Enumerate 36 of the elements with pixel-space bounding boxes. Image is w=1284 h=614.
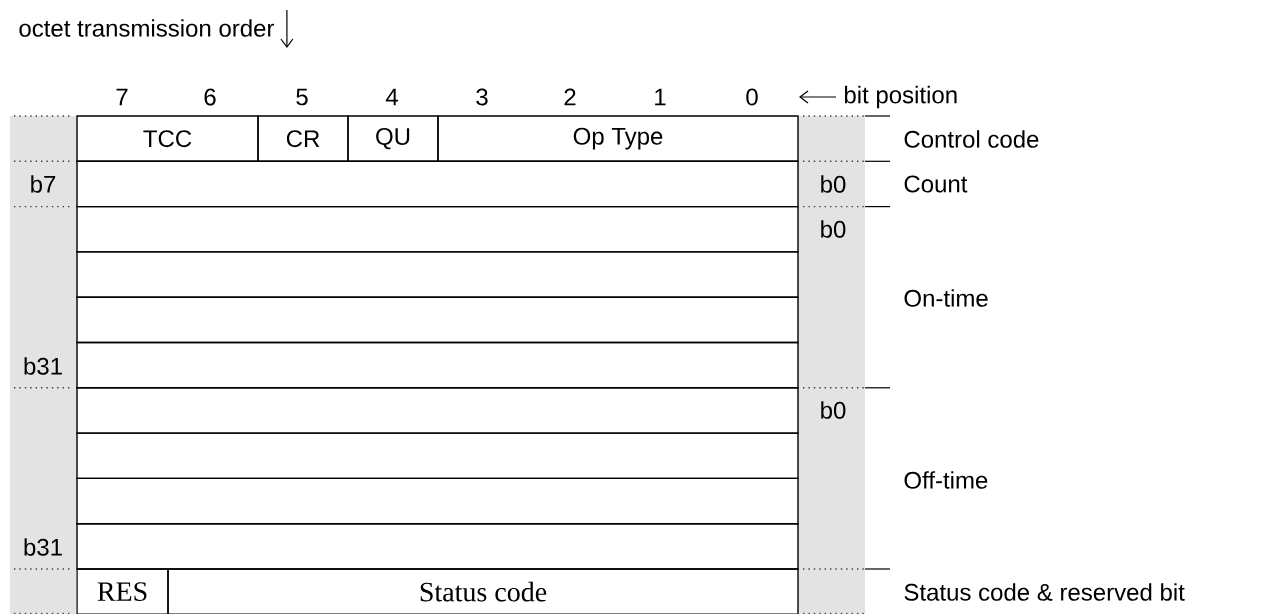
field-name: Control code	[904, 130, 1039, 148]
bit-marker: b0	[821, 401, 846, 419]
row-box	[76, 477, 799, 525]
field-box: Op Type	[437, 115, 799, 162]
axis-label: bit position	[844, 85, 957, 109]
bit-marker: b0	[821, 175, 846, 193]
field-name: Off-time	[904, 471, 988, 489]
row-box	[76, 387, 799, 434]
field-name: On-time	[904, 289, 988, 307]
row-box	[76, 296, 799, 344]
bit-number: 3	[476, 88, 488, 106]
bit-number: 6	[204, 88, 216, 106]
row-box	[76, 205, 799, 253]
field-name: Status code & reserved bit	[904, 583, 1185, 601]
bit-number: 0	[746, 88, 758, 106]
row-box	[76, 432, 799, 480]
bit-marker: b31	[24, 538, 62, 556]
field-box: CR	[257, 115, 349, 162]
field-name: Count	[904, 175, 968, 193]
bit-number: 4	[385, 88, 398, 106]
bit-marker: b0	[821, 220, 846, 238]
row-box	[76, 341, 799, 389]
bit-marker: b31	[24, 357, 62, 375]
bit-number: 7	[116, 88, 128, 106]
bit-number: 1	[655, 88, 666, 106]
field-box: Status code	[167, 568, 799, 614]
row-box	[76, 251, 799, 298]
heading: octet transmission order	[19, 19, 275, 37]
bit-number: 5	[296, 88, 308, 106]
bit-number: 2	[564, 88, 576, 106]
row-box	[76, 160, 799, 208]
row-box	[76, 523, 799, 570]
bit-marker: b7	[31, 175, 56, 193]
field-box: QU	[347, 115, 439, 162]
field-box: RES	[76, 568, 169, 614]
field-box: TCC	[76, 115, 259, 162]
